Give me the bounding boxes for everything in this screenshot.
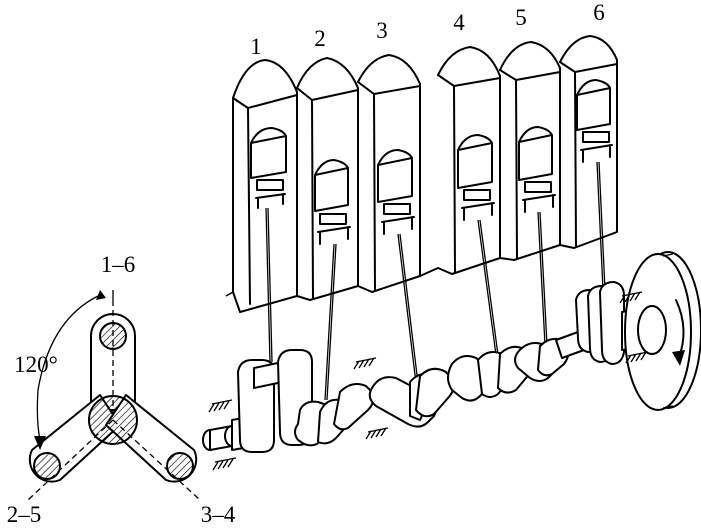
flywheel <box>624 251 701 411</box>
cylinder-label-5: 5 <box>515 5 527 30</box>
cylinder-1 <box>225 59 298 313</box>
crank-throw-3 <box>368 367 455 428</box>
crank-pin-2-5 <box>33 452 61 480</box>
crank-pin-3-4 <box>166 452 194 480</box>
arc-arrow-top-icon <box>96 290 106 300</box>
cylinder-2 <box>296 57 359 301</box>
crank-label-3-4: 3–4 <box>201 502 236 527</box>
crank-label-1-6: 1–6 <box>101 252 136 277</box>
bearing-supports <box>208 291 649 471</box>
crank-label-2-5: 2–5 <box>7 502 42 527</box>
cylinder-label-4: 4 <box>453 10 465 35</box>
cylinder-3 <box>357 54 421 293</box>
cylinder-label-2: 2 <box>314 26 326 51</box>
connecting-rods <box>265 161 606 401</box>
crank-angle-schematic <box>27 290 201 501</box>
cylinder-block <box>225 35 618 313</box>
cylinder-label-1: 1 <box>250 34 262 59</box>
rotation-arrow-icon <box>672 350 685 366</box>
crank-throw-4 <box>447 345 534 402</box>
crank-throw-2 <box>294 383 375 447</box>
cylinder-label-3: 3 <box>376 18 388 43</box>
angle-label: 120° <box>14 352 58 377</box>
cylinder-6 <box>559 35 618 249</box>
cylinder-4 <box>419 46 501 277</box>
cylinder-label-6: 6 <box>593 0 605 25</box>
arc-arrow-bottom-icon <box>34 436 46 450</box>
crank-throw-5 <box>514 331 585 382</box>
cylinder-5 <box>499 41 561 261</box>
crank-throw-6 <box>575 281 625 365</box>
